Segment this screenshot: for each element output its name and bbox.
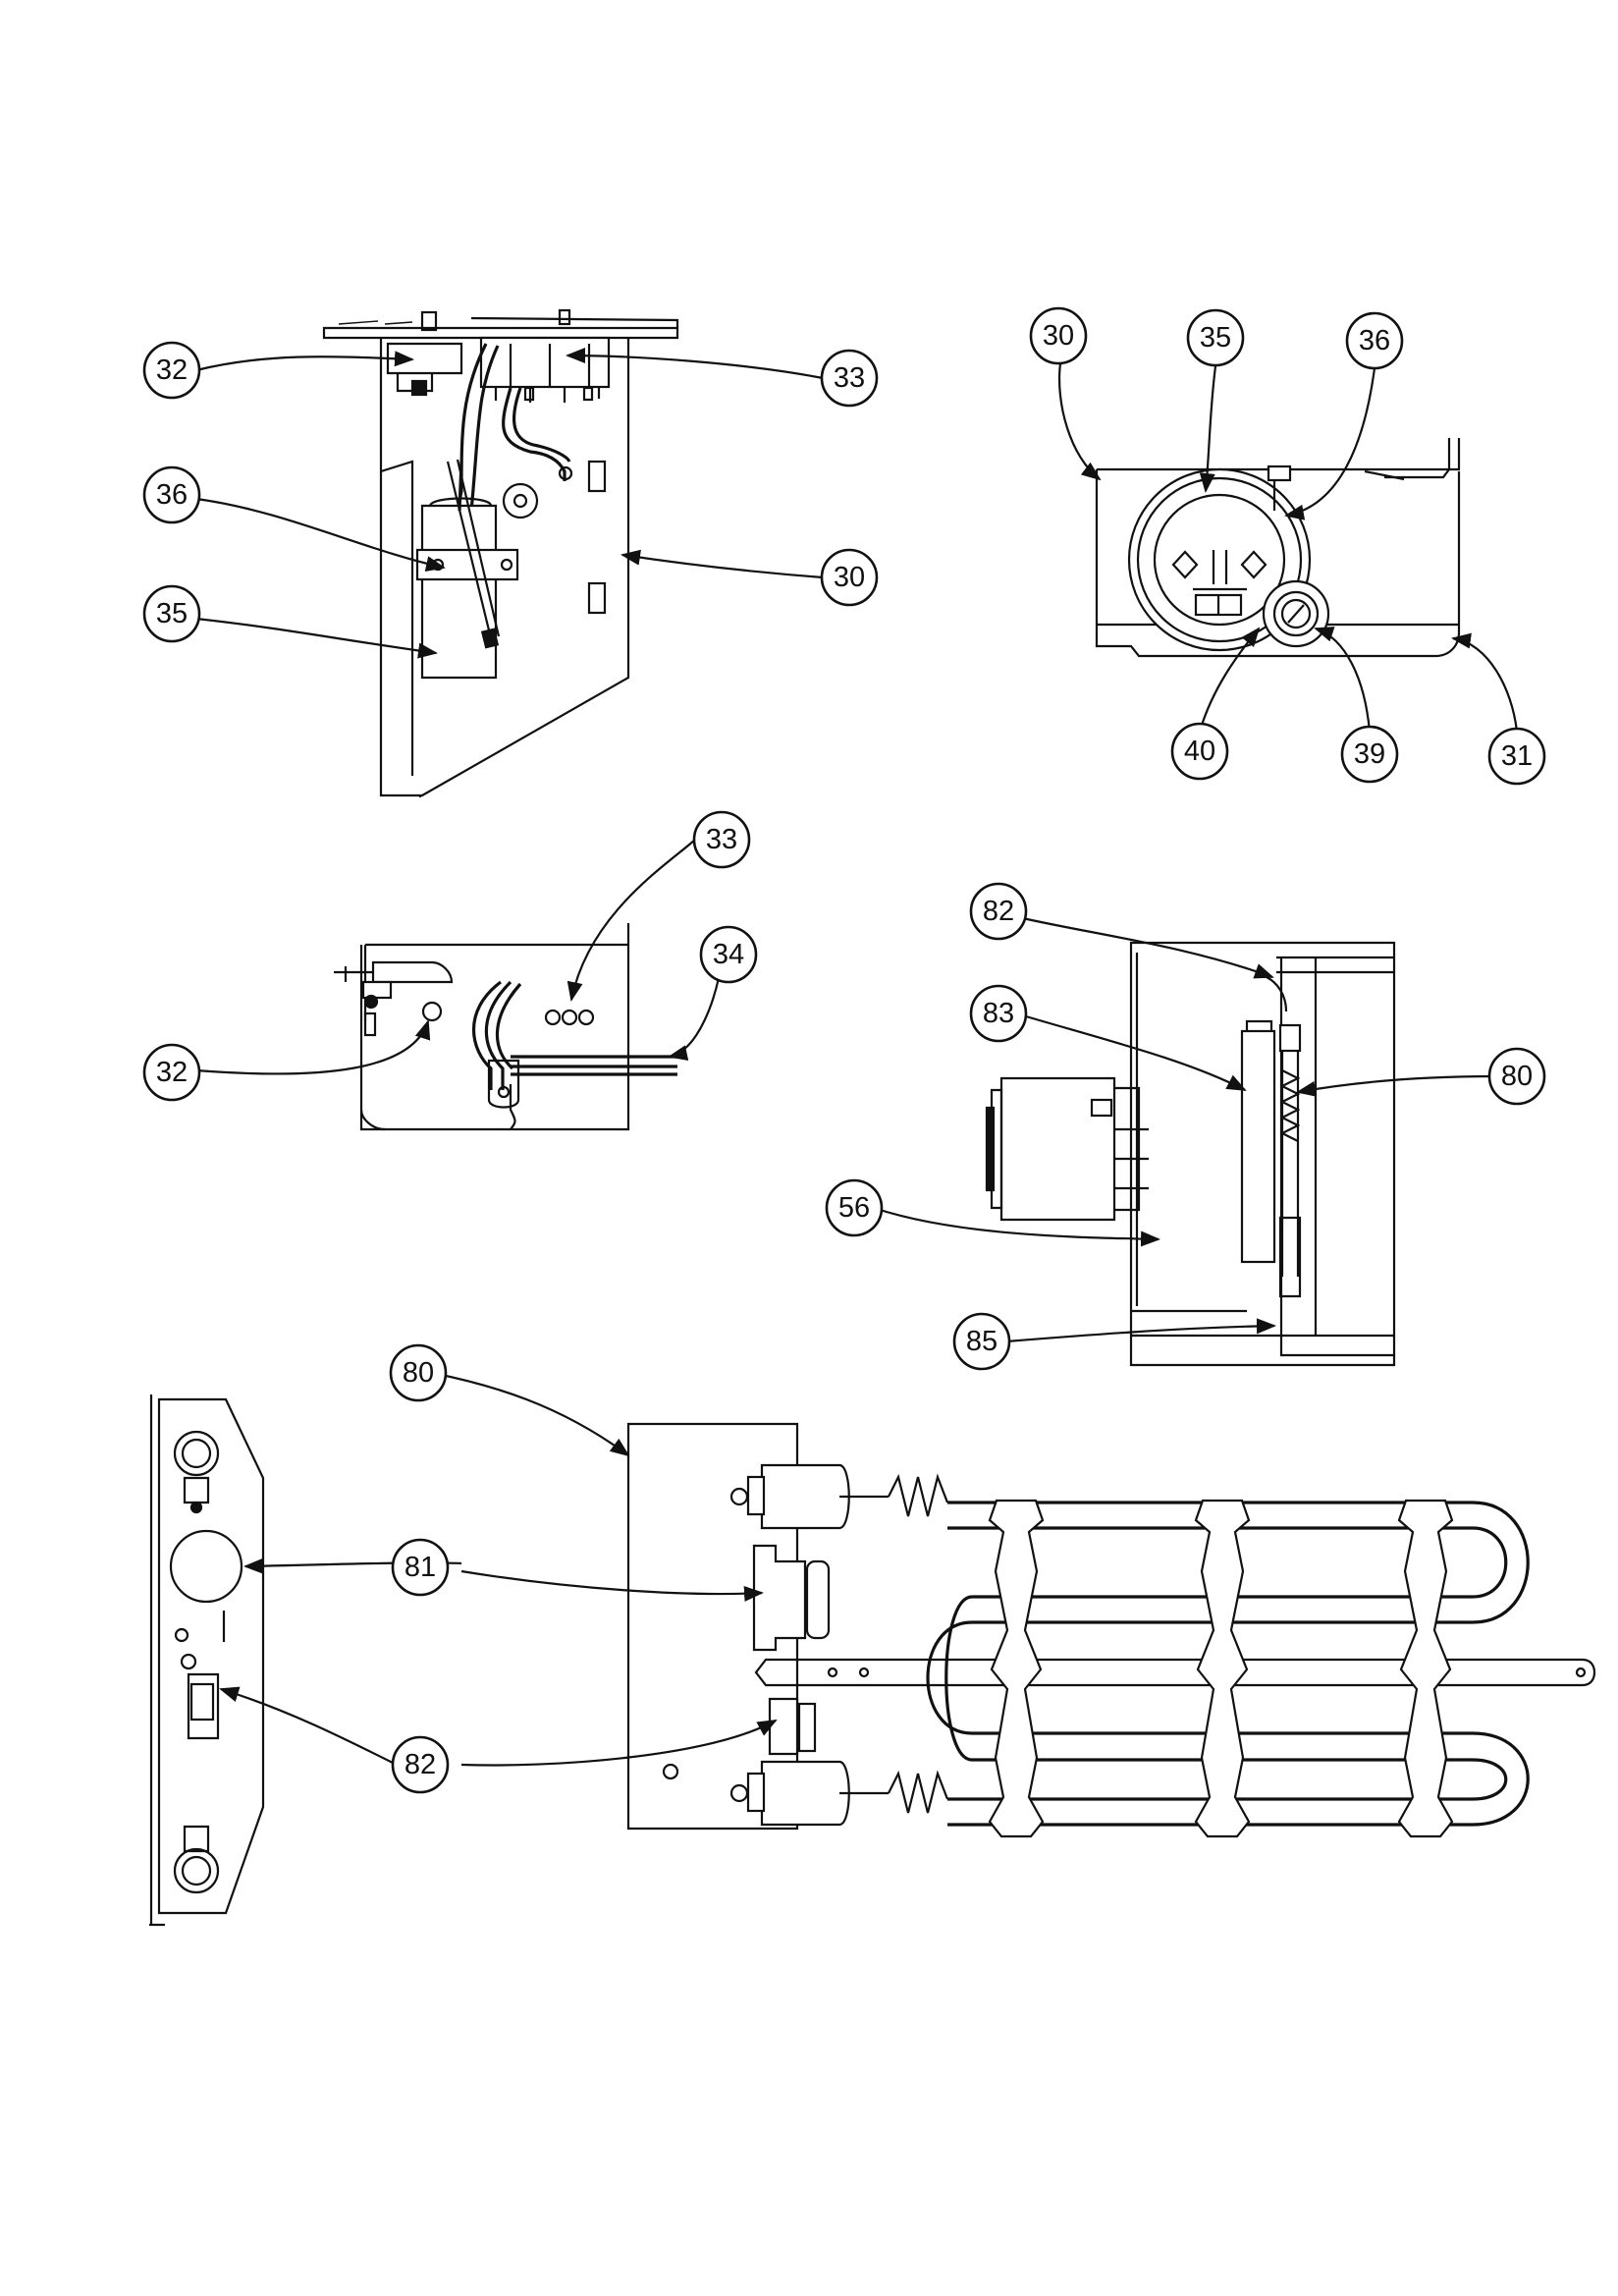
callout-39: 39 bbox=[1340, 725, 1399, 784]
callout-82-middle-right: 82 bbox=[969, 882, 1028, 941]
svg-text:35: 35 bbox=[1200, 322, 1231, 354]
svg-text:30: 30 bbox=[1043, 320, 1074, 352]
svg-text:36: 36 bbox=[1359, 325, 1390, 356]
svg-text:85: 85 bbox=[966, 1326, 998, 1357]
svg-text:40: 40 bbox=[1184, 736, 1215, 767]
heater-terminal-strip bbox=[149, 1394, 265, 1927]
element-support-bracket bbox=[1194, 1499, 1251, 1838]
svg-text:35: 35 bbox=[156, 598, 188, 629]
callout-56: 56 bbox=[825, 1178, 884, 1237]
svg-text:33: 33 bbox=[834, 362, 865, 394]
callout-30-upper-left: 30 bbox=[820, 548, 879, 607]
callout-33-upper-left: 33 bbox=[820, 349, 879, 408]
blower-heater-assembly bbox=[985, 941, 1396, 1367]
callout-83: 83 bbox=[969, 984, 1028, 1043]
callout-balloons: 32 33 36 30 35 30 35 36 bbox=[142, 306, 1546, 1794]
svg-text:82: 82 bbox=[983, 896, 1014, 927]
callout-32-upper-left: 32 bbox=[142, 341, 201, 400]
svg-text:36: 36 bbox=[156, 479, 188, 511]
heating-element-assembly bbox=[626, 1422, 1596, 1838]
callout-85: 85 bbox=[952, 1312, 1011, 1371]
callout-35-upper-left: 35 bbox=[142, 584, 201, 643]
element-support-bracket bbox=[988, 1499, 1045, 1838]
callout-80-bottom: 80 bbox=[389, 1343, 448, 1402]
svg-text:80: 80 bbox=[1501, 1061, 1533, 1092]
svg-text:33: 33 bbox=[706, 824, 737, 855]
callout-31: 31 bbox=[1487, 727, 1546, 786]
svg-text:80: 80 bbox=[403, 1357, 434, 1389]
callout-34: 34 bbox=[699, 925, 758, 984]
svg-text:39: 39 bbox=[1354, 738, 1385, 770]
svg-text:81: 81 bbox=[404, 1552, 436, 1583]
leader-lines bbox=[195, 348, 1519, 1767]
control-box-front-view bbox=[1095, 438, 1461, 658]
callout-33-middle: 33 bbox=[692, 810, 751, 869]
control-box-side-view bbox=[322, 308, 679, 797]
svg-text:82: 82 bbox=[404, 1749, 436, 1780]
svg-text:30: 30 bbox=[834, 562, 865, 593]
callout-35-upper-right: 35 bbox=[1186, 308, 1245, 367]
svg-text:31: 31 bbox=[1501, 740, 1533, 772]
callout-40: 40 bbox=[1170, 722, 1229, 781]
callout-82-bottom: 82 bbox=[391, 1735, 450, 1794]
callout-36-upper-left: 36 bbox=[142, 465, 201, 524]
svg-text:32: 32 bbox=[156, 355, 188, 386]
svg-text:56: 56 bbox=[838, 1192, 870, 1224]
callout-36-upper-right: 36 bbox=[1345, 311, 1404, 370]
callout-32-middle: 32 bbox=[142, 1043, 201, 1102]
callout-81: 81 bbox=[391, 1538, 450, 1597]
svg-text:32: 32 bbox=[156, 1057, 188, 1088]
thermostat-relay-assembly bbox=[334, 923, 677, 1131]
callout-80-middle-right: 80 bbox=[1487, 1047, 1546, 1106]
element-support-bracket bbox=[1397, 1499, 1454, 1838]
svg-text:83: 83 bbox=[983, 998, 1014, 1029]
svg-text:34: 34 bbox=[713, 939, 744, 970]
callout-30-upper-right: 30 bbox=[1029, 306, 1088, 365]
